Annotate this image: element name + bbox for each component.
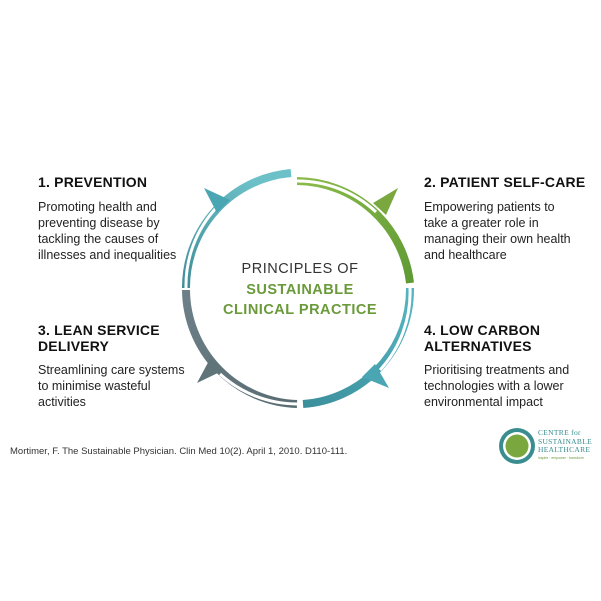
principle-2-text: Empowering patients to take a greater ro… [424,200,571,262]
principle-2-heading: 2. PATIENT SELF-CARE [424,174,586,190]
principle-3-text: Streamlining care systems to minimise wa… [38,363,185,409]
principle-1-text: Promoting health and preventing disease … [38,200,177,262]
diagram-title-line1: PRINCIPLES OF [241,261,359,277]
arrowhead-teal-right [362,364,389,388]
principle-4-heading: 4. LOW CARBON ALTERNATIVES [424,322,541,354]
arrowhead-teal-left [204,188,230,213]
logo-tagline: inspire · empower · transform [538,456,584,460]
logo-wordmark: CENTRE for SUSTAINABLE HEALTHCARE [538,428,592,455]
principle-3-heading: 3. LEAN SERVICE DELIVERY [38,322,160,354]
principle-1-heading: 1. PREVENTION [38,174,148,190]
centre-logo-icon [499,428,535,464]
principle-4-text: Prioritising treatments and technologies… [424,363,570,409]
citation: Mortimer, F. The Sustainable Physician. … [10,446,348,457]
logo-line1: CENTRE for [538,428,581,437]
arrowhead-slate [197,357,224,383]
logo-line2: SUSTAINABLE [538,436,592,446]
logo-line3: HEALTHCARE [538,445,591,454]
diagram-title-main: SUSTAINABLE CLINICAL PRACTICE [205,280,395,320]
diagram-title-line2: SUSTAINABLE [246,282,354,298]
diagram-title-line3: CLINICAL PRACTICE [222,302,378,318]
arrowhead-green [373,188,398,215]
